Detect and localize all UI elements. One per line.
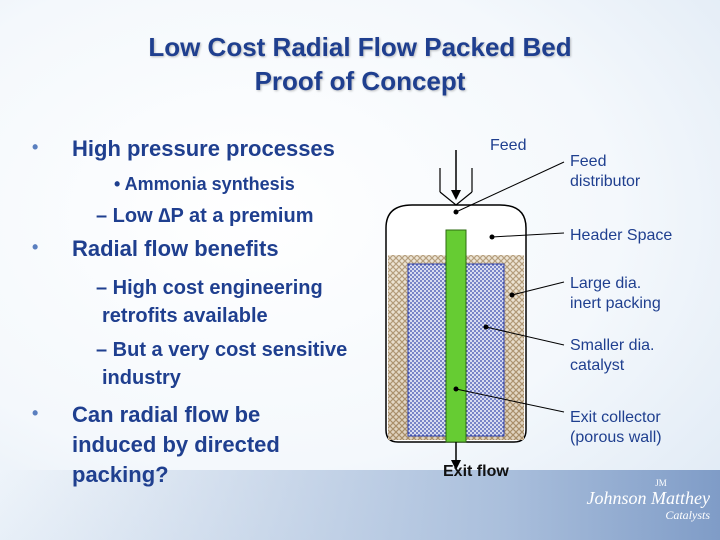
- bullet-text: Radial flow benefits: [72, 236, 279, 261]
- bottom-band: [0, 470, 720, 540]
- bullet-can-radial-3: packing?: [72, 462, 169, 487]
- bullet-ammonia: • Ammonia synthesis: [114, 172, 295, 196]
- leader-feed-distributor: [455, 161, 565, 213]
- leader-dot: [489, 234, 495, 240]
- logo-name: Johnson Matthey: [586, 488, 710, 508]
- feed-arrow-head-icon: [451, 190, 461, 200]
- leader-header-space: [491, 232, 565, 238]
- label-large-inert-1: Large dia.: [570, 275, 642, 292]
- bullet-high-cost-1: – High cost engineering: [96, 277, 323, 299]
- label-exit-collector-1: Exit collector: [570, 409, 661, 426]
- bullet-text: High pressure processes: [72, 136, 335, 161]
- exit-arrow-head-icon: [451, 460, 461, 470]
- leader-dot: [483, 324, 489, 330]
- bullet-text: Ammonia synthesis: [124, 174, 295, 194]
- label-smaller-catalyst-2: catalyst: [570, 357, 625, 374]
- bullet-dot-icon: •: [32, 137, 39, 157]
- bullet-dot-icon: •: [32, 403, 39, 423]
- label-exit-flow: Exit flow: [443, 463, 509, 480]
- label-exit-collector-2: (porous wall): [570, 429, 662, 446]
- slide-title: Low Cost Radial Flow Packed Bed Proof of…: [40, 30, 680, 98]
- bullet-high-cost-2: retrofits available: [102, 305, 268, 327]
- title-line-1: Low Cost Radial Flow Packed Bed: [148, 32, 572, 62]
- label-feed-distributor-1: Feed: [570, 153, 607, 170]
- leader-dot: [509, 292, 515, 298]
- bullet-can-radial-2: induced by directed: [72, 432, 280, 457]
- leader-dot: [453, 386, 459, 392]
- label-feed: Feed: [490, 137, 527, 154]
- bullet-radial-benefits: • Radial flow benefits: [32, 234, 279, 264]
- feed-distributor-cone: [439, 191, 473, 206]
- bullet-low-dp: – Low ∆P at a premium: [96, 205, 314, 227]
- label-large-inert-2: inert packing: [570, 295, 661, 312]
- johnson-matthey-logo: JM Johnson Matthey Catalysts: [584, 478, 710, 532]
- bullet-dot-icon: •: [32, 237, 39, 257]
- bullet-cost-sensitive-clip: – But a very cost sensitive: [96, 336, 392, 366]
- label-header-space: Header Space: [570, 227, 673, 244]
- bullet-cost-sensitive-1: – But a very cost sensitive: [96, 339, 348, 361]
- logo-sub: Catalysts: [665, 508, 710, 522]
- label-feed-distributor-2: distributor: [570, 173, 641, 190]
- logo-badge: JM: [655, 478, 667, 488]
- leader-smaller-catalyst: [485, 326, 565, 346]
- title-line-2: Proof of Concept: [254, 66, 466, 96]
- bullet-can-radial-1: • Can radial flow be: [32, 400, 261, 430]
- leader-large-inert: [511, 281, 565, 296]
- leader-exit-collector: [455, 388, 565, 413]
- exit-collector: [445, 229, 467, 443]
- label-smaller-catalyst-1: Smaller dia.: [570, 337, 655, 354]
- bullet-dot-icon: •: [114, 174, 121, 194]
- bullet-text: Can radial flow be: [72, 402, 261, 427]
- leader-dot: [453, 209, 459, 215]
- bullet-cost-sensitive-2: industry: [102, 367, 181, 389]
- bullet-high-pressure: • High pressure processes: [32, 134, 335, 164]
